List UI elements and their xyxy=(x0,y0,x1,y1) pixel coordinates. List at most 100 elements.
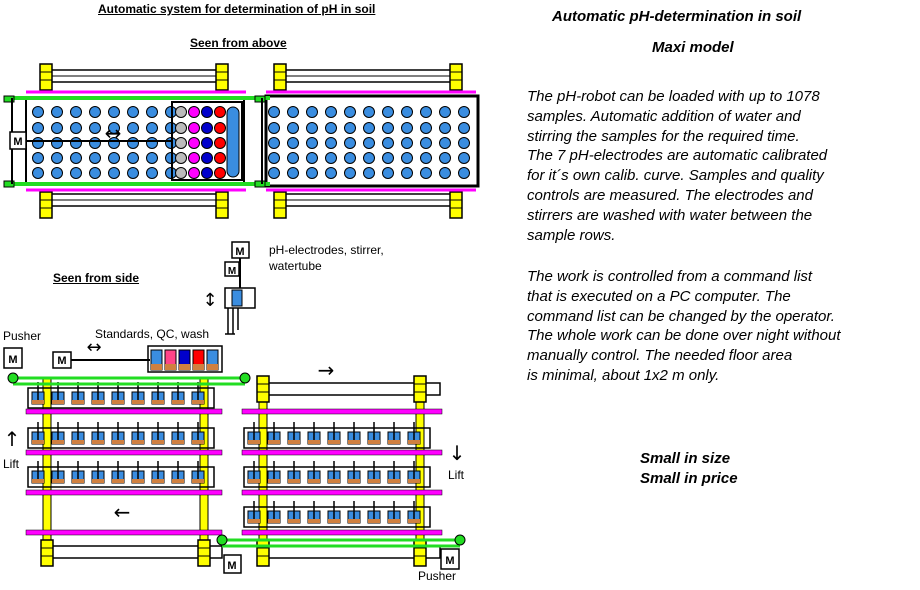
sample-dot xyxy=(439,137,451,149)
sample-dot xyxy=(127,167,139,179)
left-arrow: ← xyxy=(114,500,131,524)
down-arrow: ↓ xyxy=(449,441,466,465)
soil-layer xyxy=(308,519,320,523)
sample-dot xyxy=(32,106,44,118)
sample-dot xyxy=(401,137,413,149)
sample-dot xyxy=(344,106,356,118)
sample-dot xyxy=(401,152,413,164)
sample-dot xyxy=(70,122,82,134)
rail-post xyxy=(449,191,463,219)
sample-dot xyxy=(458,167,470,179)
soil-layer xyxy=(368,440,380,444)
description-paragraph-1: The pH-robot can be loaded with up to 10… xyxy=(527,87,917,245)
soil-layer xyxy=(32,400,44,404)
sample-dot xyxy=(89,152,101,164)
sample-dot xyxy=(363,122,375,134)
soil-layer xyxy=(348,479,360,483)
sample-dot xyxy=(306,106,318,118)
sample-dot xyxy=(146,137,158,149)
sample-dot xyxy=(287,122,299,134)
soil-layer xyxy=(268,479,280,483)
sample-dot xyxy=(401,106,413,118)
standards-side xyxy=(147,345,223,373)
side-tray xyxy=(27,387,215,409)
standard-dot xyxy=(188,106,200,118)
soil-layer xyxy=(328,440,340,444)
standard-dot xyxy=(188,167,200,179)
sample-dot xyxy=(306,122,318,134)
frame-foot xyxy=(413,375,427,403)
motor-symbol: M xyxy=(235,246,244,258)
sample-dot xyxy=(420,106,432,118)
frame-foot xyxy=(256,375,270,403)
rail-post xyxy=(273,63,287,91)
standard-dot xyxy=(201,137,213,149)
magenta-shelf xyxy=(25,449,223,456)
sample-dot xyxy=(51,167,63,179)
sample-dot xyxy=(89,167,101,179)
sample-dot xyxy=(287,106,299,118)
sample-dot xyxy=(344,152,356,164)
soil-layer xyxy=(328,479,340,483)
soil-layer xyxy=(368,479,380,483)
sample-dot xyxy=(70,152,82,164)
soil-layer xyxy=(348,519,360,523)
sample-dot xyxy=(458,152,470,164)
soil-layer xyxy=(152,400,164,404)
sample-dot xyxy=(363,152,375,164)
tagline-price: Small in price xyxy=(640,470,738,487)
standard-dot xyxy=(175,106,187,118)
pusher-left: M M ↔ xyxy=(3,337,150,369)
standard-dot xyxy=(188,152,200,164)
desc-line: that is executed on a PC computer. The xyxy=(527,287,791,305)
lift-label-left: Lift xyxy=(3,457,20,471)
soil-layer xyxy=(388,519,400,523)
sample-dot xyxy=(287,167,299,179)
desc-line: The 7 pH-electrodes are automatic calibr… xyxy=(527,147,828,165)
side-tray xyxy=(27,466,215,488)
soil-layer xyxy=(132,479,144,483)
panel-title: Automatic pH-determination in soil xyxy=(552,8,802,25)
rail-post xyxy=(215,63,229,91)
motor-symbol: M xyxy=(227,560,236,572)
sample-dot xyxy=(146,152,158,164)
soil-layer xyxy=(388,440,400,444)
sample-dot xyxy=(268,106,280,118)
soil-layer xyxy=(248,440,260,444)
standard-dot xyxy=(175,137,187,149)
frame-foot xyxy=(197,539,211,567)
sample-dot xyxy=(344,167,356,179)
rail-post xyxy=(39,63,53,91)
motor-symbol: M xyxy=(8,354,17,366)
standard-dot xyxy=(214,137,226,149)
sample-dot xyxy=(306,152,318,164)
pusher-label-left: Pusher xyxy=(3,329,42,343)
soil-layer xyxy=(152,440,164,444)
green-conveyor xyxy=(7,372,466,548)
soil-layer xyxy=(288,519,300,523)
magenta-shelf xyxy=(241,529,443,536)
desc-line: The whole work can be done over night wi… xyxy=(527,327,841,345)
top-view: M ↔ xyxy=(3,63,480,219)
soil-layer xyxy=(32,479,44,483)
sample-dot xyxy=(382,167,394,179)
sample-dot xyxy=(420,167,432,179)
sample-dot xyxy=(70,106,82,118)
side-trays xyxy=(27,382,431,528)
desc-line: is minimal, about 1x2 m only. xyxy=(527,366,720,384)
standard-dot xyxy=(175,167,187,179)
sample-dot xyxy=(363,137,375,149)
desc-line: controls are measured. The electrodes an… xyxy=(527,186,813,204)
sample-dot xyxy=(146,122,158,134)
soil-layer xyxy=(112,479,124,483)
panel-subtitle: Maxi model xyxy=(652,39,734,56)
standards-label: Standards, QC, wash xyxy=(95,327,210,341)
pusher-label-right: Pusher xyxy=(418,569,457,583)
electrodes-label-line1: pH-electrodes, stirrer, xyxy=(269,243,384,257)
sample-dot xyxy=(108,152,120,164)
sample-dot xyxy=(439,152,451,164)
sample-dot xyxy=(325,122,337,134)
sample-dot xyxy=(32,167,44,179)
diagram-title: Automatic system for determination of pH… xyxy=(98,2,376,16)
soil-layer xyxy=(52,479,64,483)
